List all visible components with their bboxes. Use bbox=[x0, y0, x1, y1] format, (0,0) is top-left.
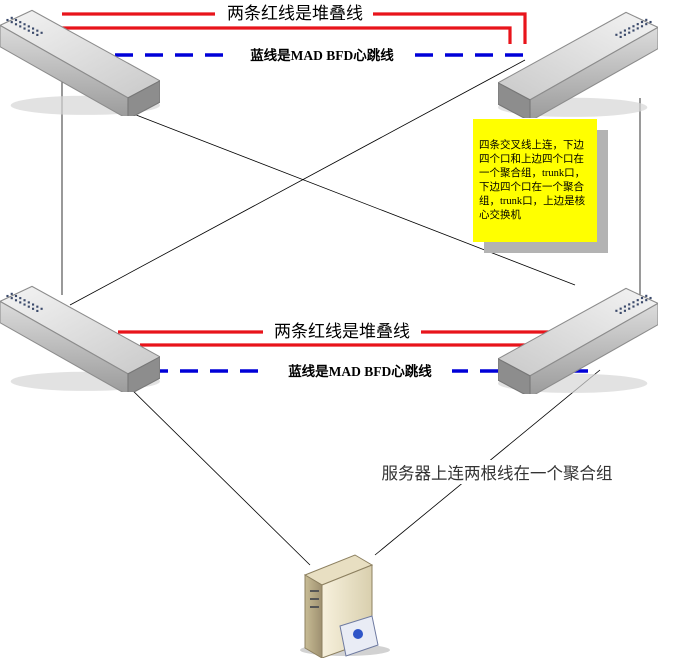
stack-line-top-2 bbox=[62, 26, 512, 44]
server bbox=[300, 554, 390, 658]
label-mad-bottom: 蓝线是MAD BFD心跳线 bbox=[288, 363, 432, 379]
label-stack-top: 两条红线是堆叠线 bbox=[227, 4, 363, 23]
label-stack-bottom: 两条红线是堆叠线 bbox=[274, 322, 410, 341]
uplink-cross-down bbox=[117, 107, 576, 286]
diagram-labels: 两条红线是堆叠线 蓝线是MAD BFD心跳线 两条红线是堆叠线 蓝线是MAD B… bbox=[215, 2, 628, 484]
switch-icon bbox=[0, 285, 160, 392]
server-icon bbox=[300, 554, 390, 658]
access-switch-right bbox=[498, 287, 658, 394]
label-server-link: 服务器上连两根线在一个聚合组 bbox=[382, 464, 613, 483]
core-switch-right bbox=[498, 11, 658, 118]
switch-icon bbox=[498, 287, 658, 394]
access-switch-left bbox=[0, 285, 160, 392]
uplink-cross-up bbox=[69, 59, 526, 306]
note-text: 四条交叉线上连，下边四个口和上边四个口在一个聚合组，trunk口，下边四个口在一… bbox=[479, 140, 586, 221]
label-mad-top: 蓝线是MAD BFD心跳线 bbox=[250, 47, 394, 63]
note-callout: 四条交叉线上连，下边四个口和上边四个口在一个聚合组，trunk口，下边四个口在一… bbox=[473, 119, 597, 242]
server-link-left bbox=[121, 379, 311, 566]
switch-icon bbox=[498, 11, 658, 118]
